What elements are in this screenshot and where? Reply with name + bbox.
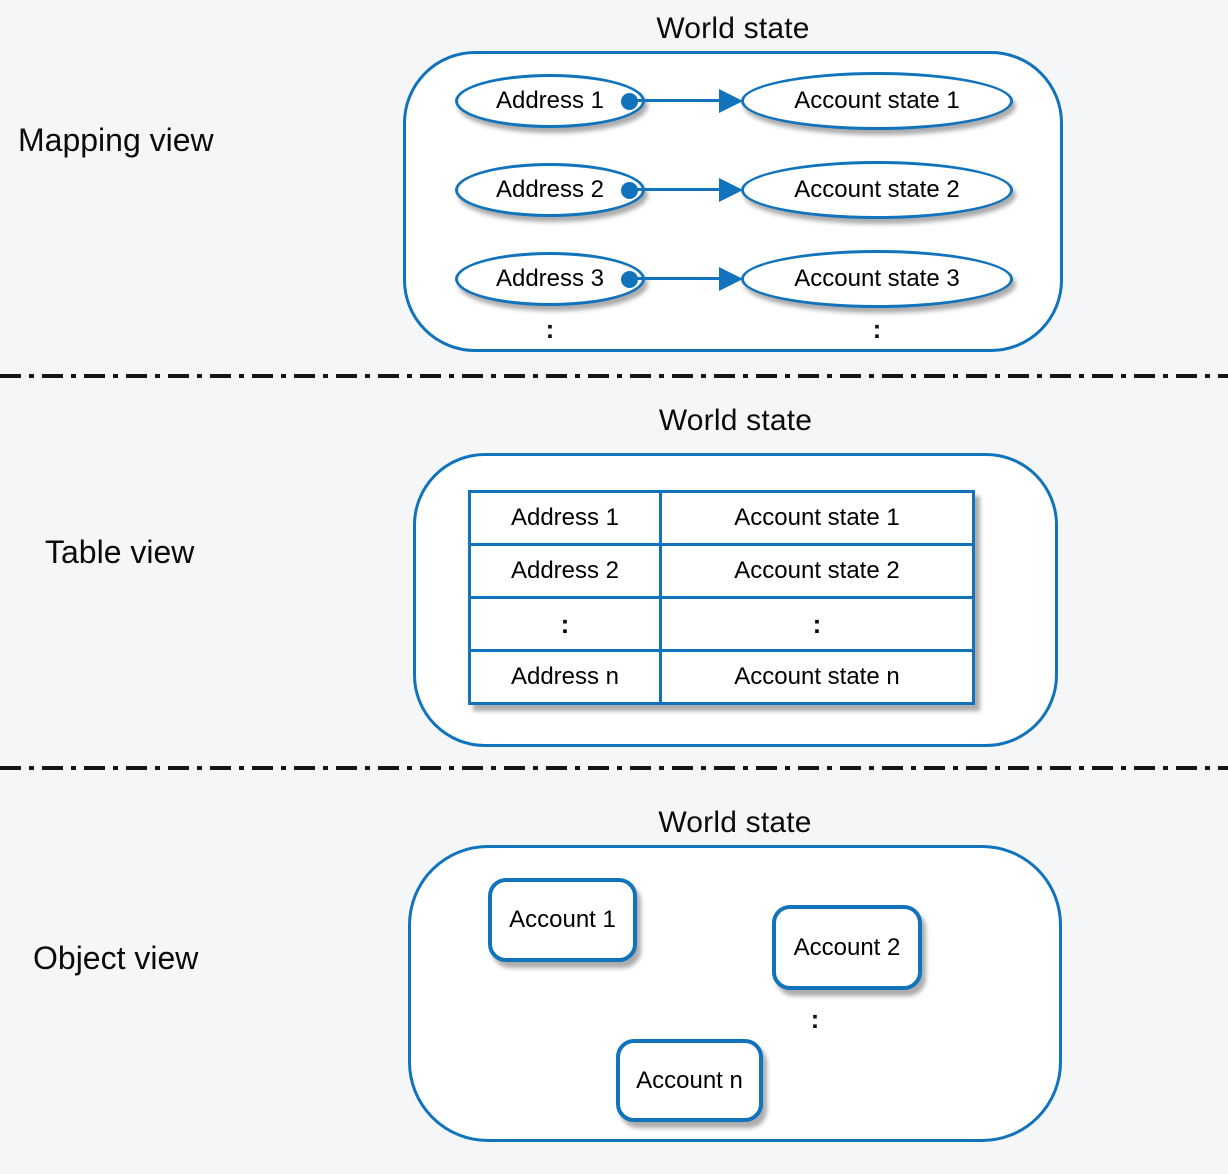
- table-cell-address: Address 1: [468, 490, 662, 546]
- arrow-line: [630, 277, 722, 280]
- arrow-line: [630, 99, 722, 102]
- section-separator-1: [0, 374, 1228, 378]
- account-state-ellipse-1: Account state 1: [741, 72, 1013, 130]
- table-cell-account-state: Account state 2: [659, 543, 975, 599]
- mapping-view-label: Mapping view: [18, 122, 214, 158]
- arrow-dot-icon: [621, 271, 638, 288]
- account-box-n: Account n: [616, 1039, 763, 1122]
- address-ellipse-2: Address 2: [455, 163, 645, 217]
- world-state-title-object: World state: [658, 806, 812, 839]
- table-cell-account-state: Account state 1: [659, 490, 975, 546]
- object-view-label: Object view: [33, 940, 199, 976]
- table-row: : :: [468, 596, 975, 652]
- vertical-ellipsis-addresses: :: [545, 314, 555, 344]
- table-cell-address: Address 2: [468, 543, 662, 599]
- arrow-head-icon: [719, 89, 743, 113]
- world-state-title-mapping: World state: [656, 12, 810, 45]
- arrow-head-icon: [719, 178, 743, 202]
- account-state-ellipse-2: Account state 2: [741, 161, 1013, 219]
- mapping-arrow-2: [621, 178, 743, 202]
- arrow-dot-icon: [621, 93, 638, 110]
- account-box-1: Account 1: [488, 878, 637, 962]
- account-state-ellipse-3: Account state 3: [741, 250, 1013, 308]
- mapping-arrow-3: [621, 267, 743, 291]
- table-cell-address: Address n: [468, 649, 662, 705]
- vertical-ellipsis-accounts: :: [872, 314, 882, 344]
- table-row: Address 2 Account state 2: [468, 543, 975, 599]
- table-row: Address n Account state n: [468, 649, 975, 705]
- table-view-label: Table view: [45, 534, 195, 570]
- table-cell-account-state: Account state n: [659, 649, 975, 705]
- mapping-arrow-1: [621, 89, 743, 113]
- world-state-title-table: World state: [658, 404, 813, 437]
- section-separator-2: [0, 766, 1228, 770]
- arrow-line: [630, 188, 722, 191]
- address-ellipse-3: Address 3: [455, 252, 645, 306]
- account-box-2: Account 2: [772, 905, 922, 990]
- arrow-head-icon: [719, 267, 743, 291]
- table-row: Address 1 Account state 1: [468, 490, 975, 546]
- table-cell-ellipsis: :: [468, 596, 662, 652]
- arrow-dot-icon: [621, 182, 638, 199]
- address-ellipse-1: Address 1: [455, 74, 645, 128]
- world-state-table: Address 1 Account state 1 Address 2 Acco…: [468, 490, 975, 705]
- vertical-ellipsis-objects: :: [810, 1004, 820, 1034]
- table-cell-ellipsis: :: [659, 596, 975, 652]
